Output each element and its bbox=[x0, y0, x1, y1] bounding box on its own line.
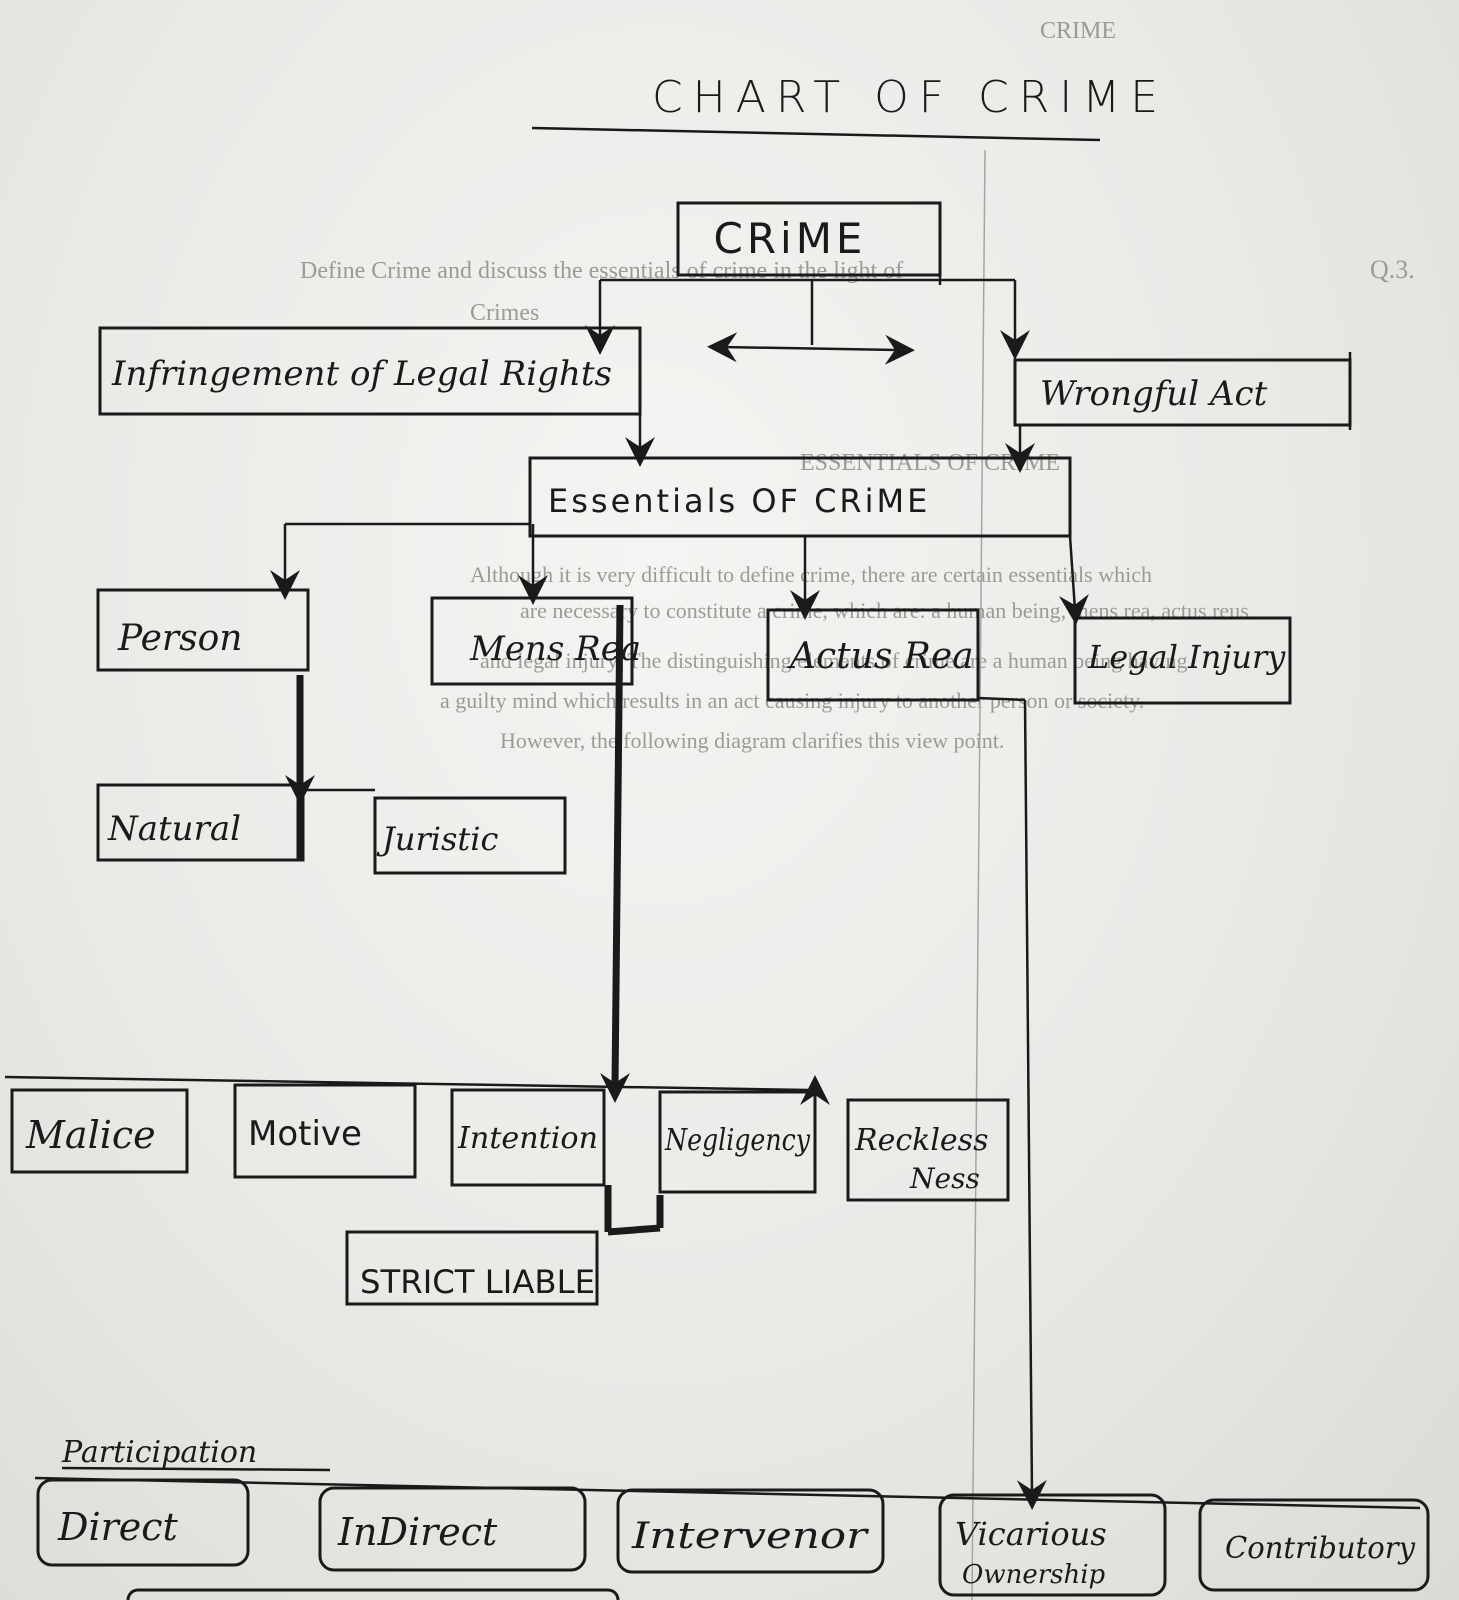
vicarious-label-line2: Ownership bbox=[962, 1560, 1106, 1590]
direct-label: Direct bbox=[57, 1505, 179, 1549]
arrow-to-legal-injury bbox=[1059, 535, 1089, 625]
indirect-label: InDirect bbox=[337, 1510, 498, 1554]
juristic-box bbox=[373, 796, 567, 875]
recklessness-label-line1: Reckless bbox=[854, 1123, 988, 1158]
mens-rea-label: Mens Rea bbox=[469, 629, 641, 669]
wrongful-act-label: Wrongful Act bbox=[1040, 374, 1268, 414]
indirect-box bbox=[318, 1486, 587, 1572]
strict-liability-label: STRICT LIABLE bbox=[360, 1263, 595, 1301]
recklessness-label-line2: Ness bbox=[909, 1162, 980, 1195]
intervenor-label: Intervenor bbox=[631, 1516, 869, 1557]
negligence-label: Negligency bbox=[664, 1123, 811, 1158]
infringement-label: Infringement of Legal Rights bbox=[111, 354, 612, 394]
participation-heading: Participation bbox=[61, 1435, 257, 1470]
vicarious-label-line1: Vicarious bbox=[955, 1515, 1107, 1553]
participation-underline bbox=[61, 1466, 331, 1472]
intention-label: Intention bbox=[457, 1121, 598, 1156]
background-text: CRIME Q.3. Define Crime and discuss the … bbox=[300, 18, 1415, 1600]
actus-reus-box bbox=[766, 608, 980, 702]
fold-line bbox=[971, 149, 986, 1600]
actus-reus-label: Actus Rea bbox=[787, 636, 974, 677]
mens-rea-stem bbox=[611, 604, 624, 1086]
actus-reus-connector bbox=[977, 696, 1026, 702]
person-box bbox=[96, 588, 310, 672]
recklessness-box bbox=[846, 1098, 1010, 1202]
background-text-line: Q.3. bbox=[1370, 255, 1415, 284]
legal-injury-box bbox=[1073, 616, 1292, 705]
vicarious-box bbox=[938, 1493, 1167, 1597]
essentials-label: Essentials OF CRiME bbox=[548, 482, 930, 520]
strict-liability-link bbox=[607, 1224, 661, 1236]
arrow-to-participation bbox=[1016, 699, 1047, 1510]
negligence-box bbox=[658, 1090, 817, 1194]
natural-label: Natural bbox=[107, 809, 241, 849]
intervenor-box bbox=[616, 1488, 885, 1574]
background-text-line: However, the following diagram clarifies… bbox=[500, 728, 1004, 753]
participation-branch bbox=[34, 1476, 1421, 1510]
motive-label: Motive bbox=[248, 1114, 362, 1154]
page-title: CHART OF CRIME bbox=[652, 72, 1168, 123]
background-text-line: CRIME bbox=[1040, 18, 1116, 44]
natural-box bbox=[96, 783, 305, 862]
mens-rea-box bbox=[430, 596, 634, 686]
background-text-line: and legal injury. The distinguishing ele… bbox=[480, 648, 1187, 673]
malice-label: Malice bbox=[25, 1113, 156, 1157]
background-text-line: Crimes bbox=[470, 300, 539, 326]
background-text-line: Although it is very difficult to define … bbox=[470, 562, 1152, 587]
malice-box bbox=[10, 1088, 189, 1174]
contributory-label: Contributory bbox=[1225, 1531, 1416, 1566]
intention-box bbox=[450, 1088, 606, 1187]
strict-liability-box bbox=[345, 1230, 599, 1306]
infringement-box bbox=[98, 326, 642, 416]
double-arrow bbox=[707, 332, 915, 365]
title-underline bbox=[531, 126, 1101, 142]
legal-injury-label: Legal Injury bbox=[1087, 638, 1286, 676]
crime-label: CRiME bbox=[714, 214, 867, 263]
juristic-label: Juristic bbox=[376, 820, 498, 858]
person-label: Person bbox=[117, 618, 242, 659]
motive-box bbox=[233, 1083, 417, 1179]
direct-box bbox=[36, 1478, 250, 1567]
contributory-box bbox=[1198, 1498, 1430, 1592]
essentials-box bbox=[528, 456, 1072, 538]
partial-box bbox=[126, 1588, 620, 1600]
